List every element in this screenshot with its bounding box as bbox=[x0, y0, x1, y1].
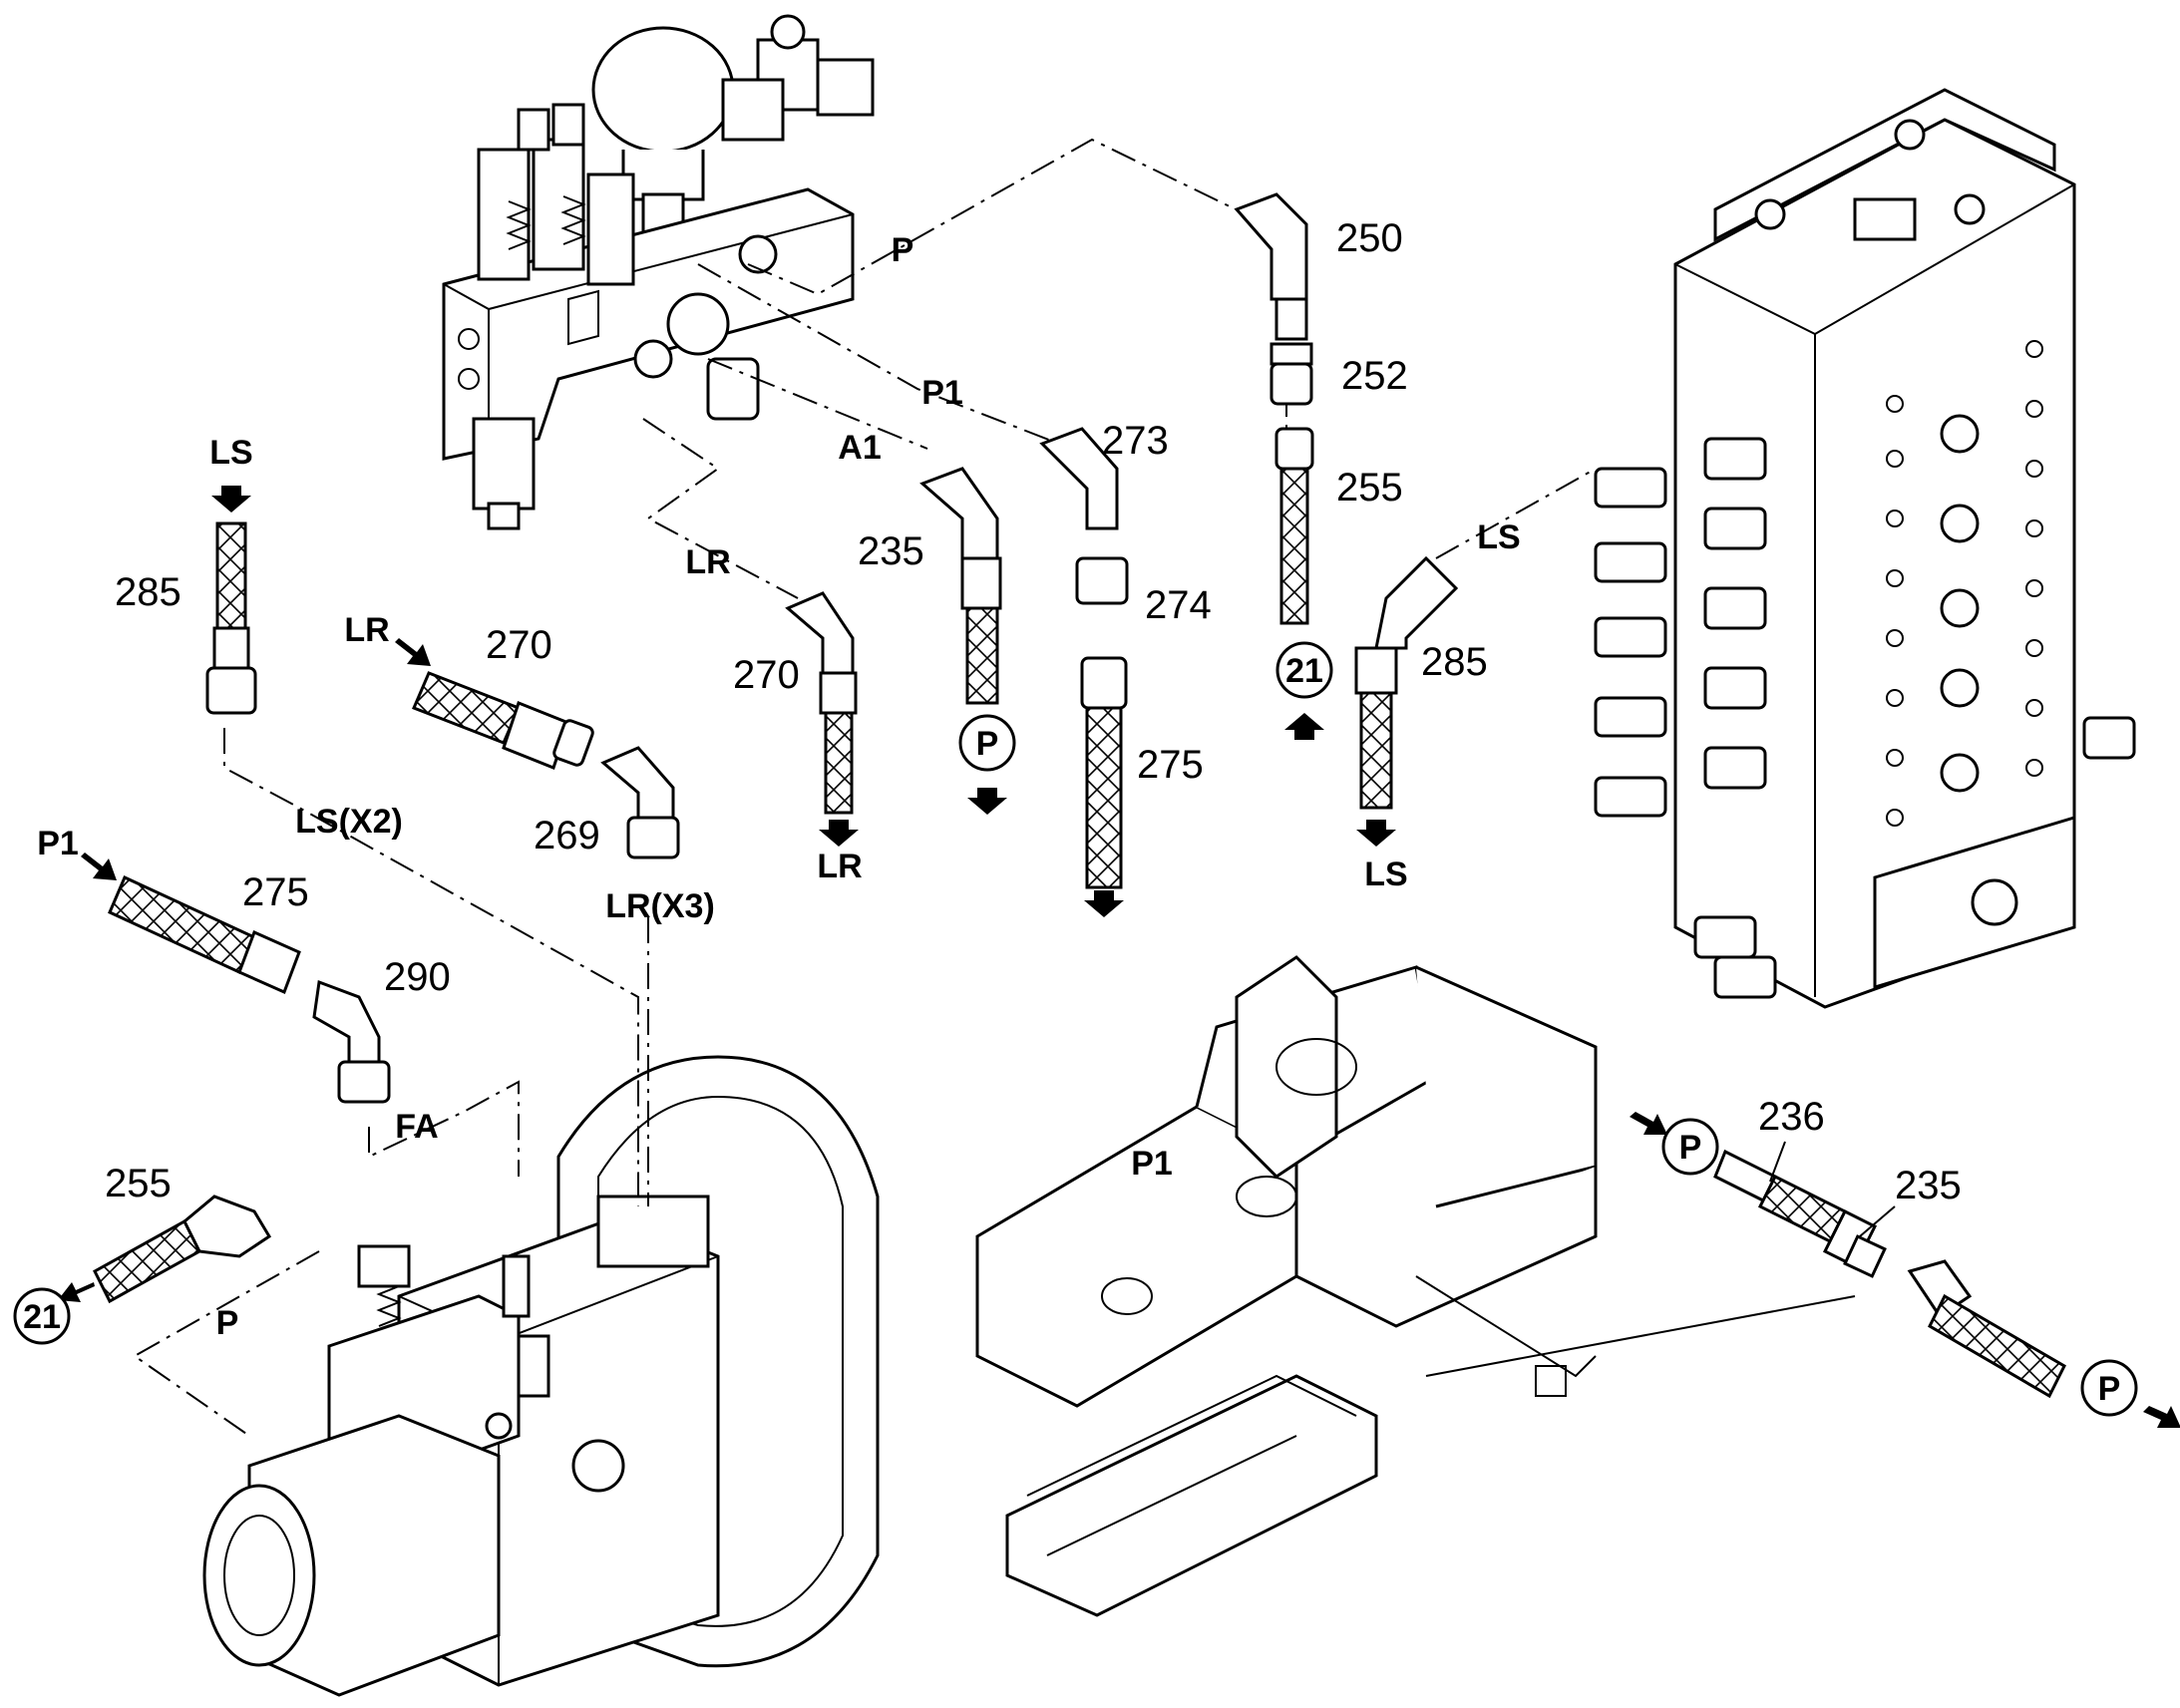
callout-p-235: P bbox=[958, 714, 1016, 772]
fitting-274 bbox=[1075, 556, 1129, 605]
label-ls-top: LS bbox=[209, 434, 252, 472]
part-numbers: 250 252 255 273 274 275 235 270 270 285 … bbox=[105, 216, 1962, 1207]
label-p-bottom-left: P bbox=[216, 1304, 239, 1342]
loader-frame bbox=[975, 955, 1856, 1617]
label-lr-out: LR bbox=[817, 848, 862, 885]
part-255-top: 255 bbox=[1336, 466, 1403, 510]
label-ls-out: LS bbox=[1364, 855, 1407, 893]
label-ls-right: LS bbox=[1477, 518, 1520, 556]
hose-236 bbox=[1713, 1149, 1848, 1244]
svg-text:21: 21 bbox=[1285, 652, 1323, 690]
label-lr-270: LR bbox=[344, 611, 389, 649]
part-275-left: 275 bbox=[242, 870, 309, 914]
part-285-right: 285 bbox=[1421, 640, 1488, 684]
hose-270-mid bbox=[785, 591, 858, 815]
label-a1: A1 bbox=[838, 429, 881, 467]
arrow-275-top bbox=[1084, 890, 1124, 917]
flow-arrows bbox=[58, 486, 2180, 1428]
label-p-top: P bbox=[892, 231, 914, 269]
arrow-21-bottom bbox=[58, 1282, 95, 1302]
arrow-lr-out bbox=[819, 820, 859, 847]
svg-text:P: P bbox=[2098, 1370, 2121, 1408]
part-270-top: 270 bbox=[486, 623, 552, 667]
control-valve-block bbox=[1594, 88, 2136, 1009]
transmission-pump bbox=[202, 1055, 880, 1697]
label-p1-frame: P1 bbox=[1131, 1145, 1173, 1183]
valve-block-top bbox=[442, 14, 875, 530]
arrow-21-top bbox=[1284, 713, 1324, 740]
label-fa: FA bbox=[395, 1108, 438, 1146]
part-274: 274 bbox=[1145, 583, 1212, 627]
hose-255-bottom bbox=[93, 1195, 272, 1304]
hose-275-left bbox=[108, 874, 301, 995]
part-252: 252 bbox=[1341, 354, 1408, 398]
part-275-top: 275 bbox=[1137, 743, 1204, 787]
hose-p-end bbox=[1907, 1259, 2066, 1399]
arrow-lr-270 bbox=[395, 638, 431, 666]
svg-text:P: P bbox=[976, 725, 999, 763]
callout-21-bottom: 21 bbox=[13, 1287, 71, 1345]
label-lr-x3: LR(X3) bbox=[605, 887, 715, 925]
svg-text:21: 21 bbox=[23, 1298, 61, 1336]
fitting-235-bottom bbox=[1822, 1208, 1887, 1278]
line-labels: LS P P1 A1 LR LR LR LS LS LS(X2) LR(X3) … bbox=[37, 231, 1521, 1342]
fitting-252 bbox=[1270, 342, 1313, 406]
part-270-mid: 270 bbox=[733, 653, 800, 697]
part-255-bottom: 255 bbox=[105, 1162, 172, 1205]
fitting-273 bbox=[1039, 427, 1119, 530]
part-285-left: 285 bbox=[115, 570, 182, 614]
arrow-p-236 bbox=[1630, 1112, 1667, 1135]
label-p1-top: P1 bbox=[921, 374, 963, 412]
callout-21-top: 21 bbox=[1275, 641, 1333, 699]
hose-275-top bbox=[1080, 656, 1128, 889]
hose-285-left bbox=[205, 521, 257, 715]
fitting-269 bbox=[600, 746, 680, 859]
part-269: 269 bbox=[534, 814, 600, 857]
part-236: 236 bbox=[1758, 1095, 1825, 1139]
arrow-p-end bbox=[2143, 1406, 2180, 1428]
label-p1-left: P1 bbox=[37, 825, 79, 862]
callout-p-236: P bbox=[1661, 1118, 1719, 1176]
leader-lines bbox=[1769, 1141, 1896, 1237]
callout-p-end: P bbox=[2080, 1359, 2138, 1417]
part-273: 273 bbox=[1102, 419, 1169, 463]
part-250: 250 bbox=[1336, 216, 1403, 260]
part-235-top: 235 bbox=[858, 529, 924, 573]
arrow-p-235 bbox=[967, 788, 1007, 815]
fitting-290 bbox=[312, 979, 391, 1104]
arrow-ls-top bbox=[211, 486, 251, 512]
hose-255-top bbox=[1274, 427, 1314, 625]
hose-270-diag bbox=[412, 671, 594, 770]
part-235-bottom: 235 bbox=[1895, 1164, 1962, 1207]
part-290: 290 bbox=[384, 955, 451, 999]
hose-235-top bbox=[919, 467, 1002, 705]
arrow-p1-left bbox=[81, 853, 117, 880]
arrow-ls-out bbox=[1356, 820, 1396, 847]
fitting-250 bbox=[1234, 192, 1308, 341]
label-lr-top: LR bbox=[685, 543, 730, 581]
svg-text:P: P bbox=[1679, 1129, 1702, 1167]
label-ls-x2: LS(X2) bbox=[295, 803, 403, 841]
hose-285-right bbox=[1354, 555, 1459, 810]
